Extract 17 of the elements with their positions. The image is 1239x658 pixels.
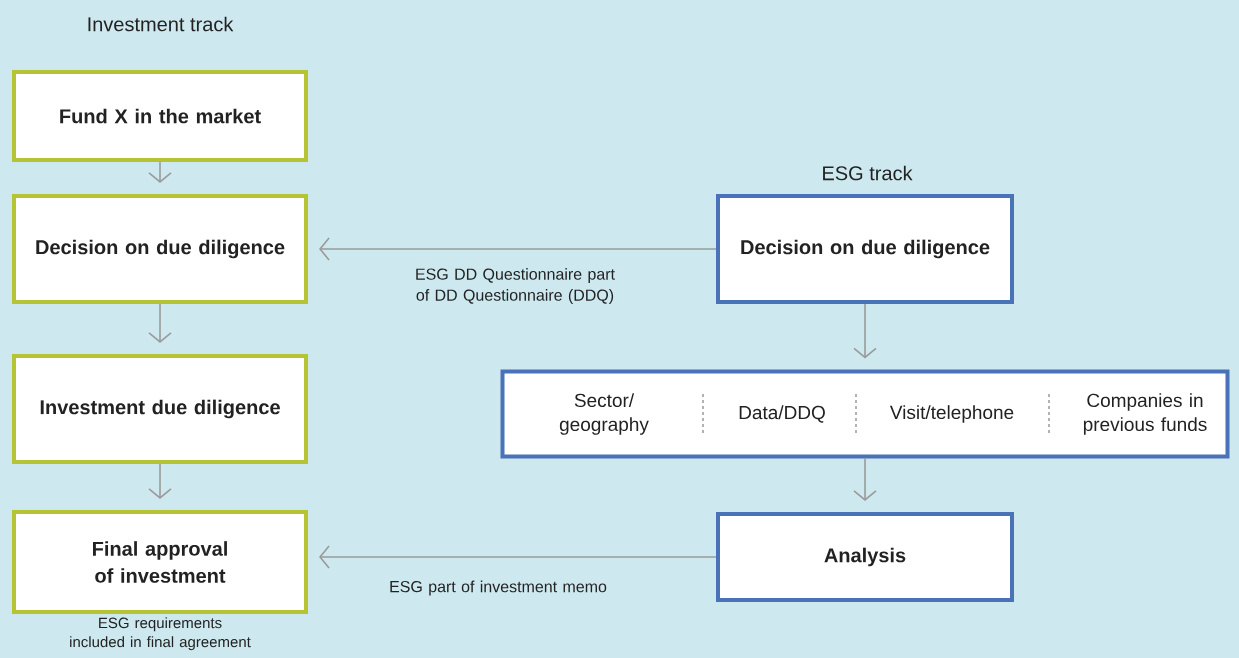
arrow	[148, 303, 172, 343]
process-box: Decision on due diligence	[12, 194, 308, 304]
arrow	[319, 237, 717, 261]
arrow	[148, 463, 172, 499]
arrow	[853, 303, 877, 359]
process-box: Fund X in the market	[12, 70, 308, 162]
edge-label: ESG part of investment memo	[390, 580, 607, 596]
arrow	[853, 457, 877, 501]
process-box: Analysis	[716, 512, 1014, 602]
arrow	[319, 545, 717, 569]
node-label: ESG requirements included in final agreement	[70, 617, 251, 651]
process-box: Investment due diligence	[12, 354, 308, 464]
track-heading: Investment track	[88, 16, 234, 32]
edge-label: ESG DD Questionnaire part of DD Questionnaire (DDQ)	[416, 268, 615, 304]
process-box: Decision on due diligence	[716, 194, 1014, 304]
process-box: Final approval of investment	[12, 510, 308, 614]
process-box: Sector/ geography Data/DDQ Visit/telephone Companies in previous funds	[500, 369, 1230, 459]
